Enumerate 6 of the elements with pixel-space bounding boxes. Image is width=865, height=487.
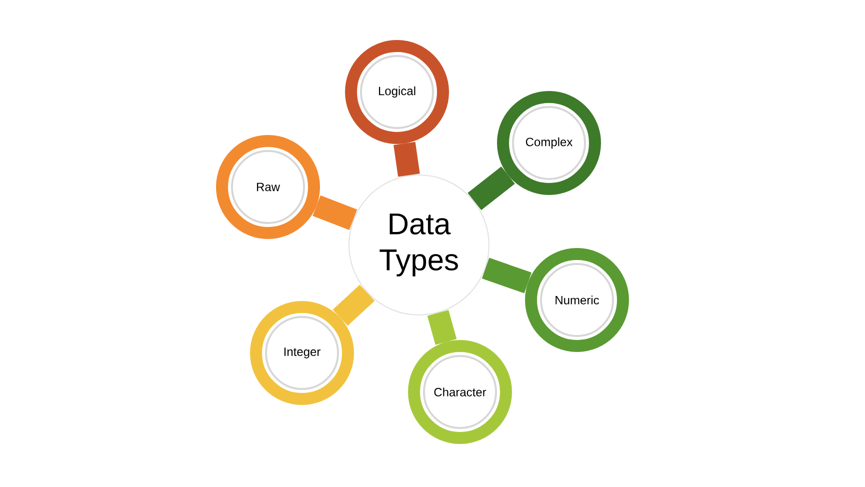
connector-neck — [332, 284, 375, 326]
connector-neck — [394, 142, 420, 177]
connector-neck — [427, 310, 457, 345]
connector-neck — [312, 195, 358, 230]
connector-neck — [468, 166, 515, 210]
connector-neck — [482, 258, 532, 294]
